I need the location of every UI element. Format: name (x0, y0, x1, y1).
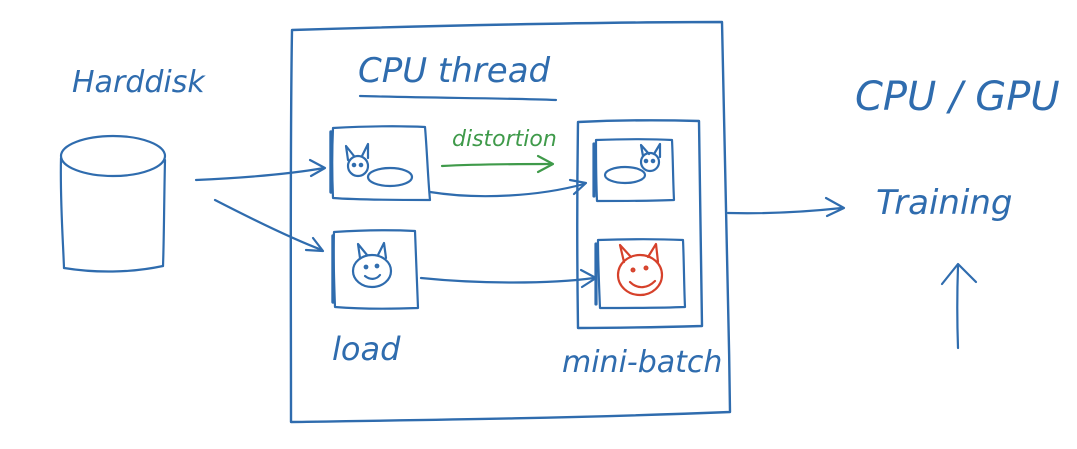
mini-batch-image-bottom (594, 238, 687, 310)
load-label: load (332, 330, 401, 368)
training-label: Training (876, 183, 1013, 223)
image-frame (596, 238, 687, 310)
harddisk-to-top-image-arrow (194, 158, 327, 182)
cat-lying-icon (344, 142, 414, 188)
cpu-thread-label: CPU thread (358, 51, 551, 91)
cpu-gpu-label: CPU / GPU (855, 74, 1060, 120)
cylinder-bottom (62, 264, 165, 273)
mini-batch-label: mini-batch (562, 345, 722, 380)
cat-face-icon (351, 241, 393, 289)
mini-batch-box (576, 119, 704, 330)
mini-batch-image-top (592, 138, 676, 203)
loaded-image-top (329, 125, 432, 202)
cylinder-top (59, 134, 167, 178)
distortion-label: distortion (452, 127, 557, 152)
harddisk-label: Harddisk (72, 65, 206, 100)
top-image-to-mini-batch-arrow (428, 178, 588, 198)
image-frame (331, 125, 432, 202)
image-frame (594, 138, 676, 203)
cpu-thread-underline (358, 94, 558, 102)
cat-face-red-icon (616, 242, 664, 297)
image-frame (332, 229, 420, 310)
cat-flipped-icon (603, 142, 662, 185)
bottom-image-to-mini-batch-arrow (419, 268, 598, 289)
cylinder-left-side (59, 156, 66, 270)
harddisk-to-bottom-image-arrow (213, 198, 325, 253)
distortion-arrow (440, 154, 555, 174)
cylinder-right-side (161, 158, 167, 268)
training-up-arrow (940, 262, 978, 350)
harddisk-cylinder (59, 134, 167, 273)
loaded-image-bottom (331, 229, 420, 310)
cpu-thread-box (289, 20, 732, 424)
mini-batch-to-training-arrow (726, 196, 846, 218)
